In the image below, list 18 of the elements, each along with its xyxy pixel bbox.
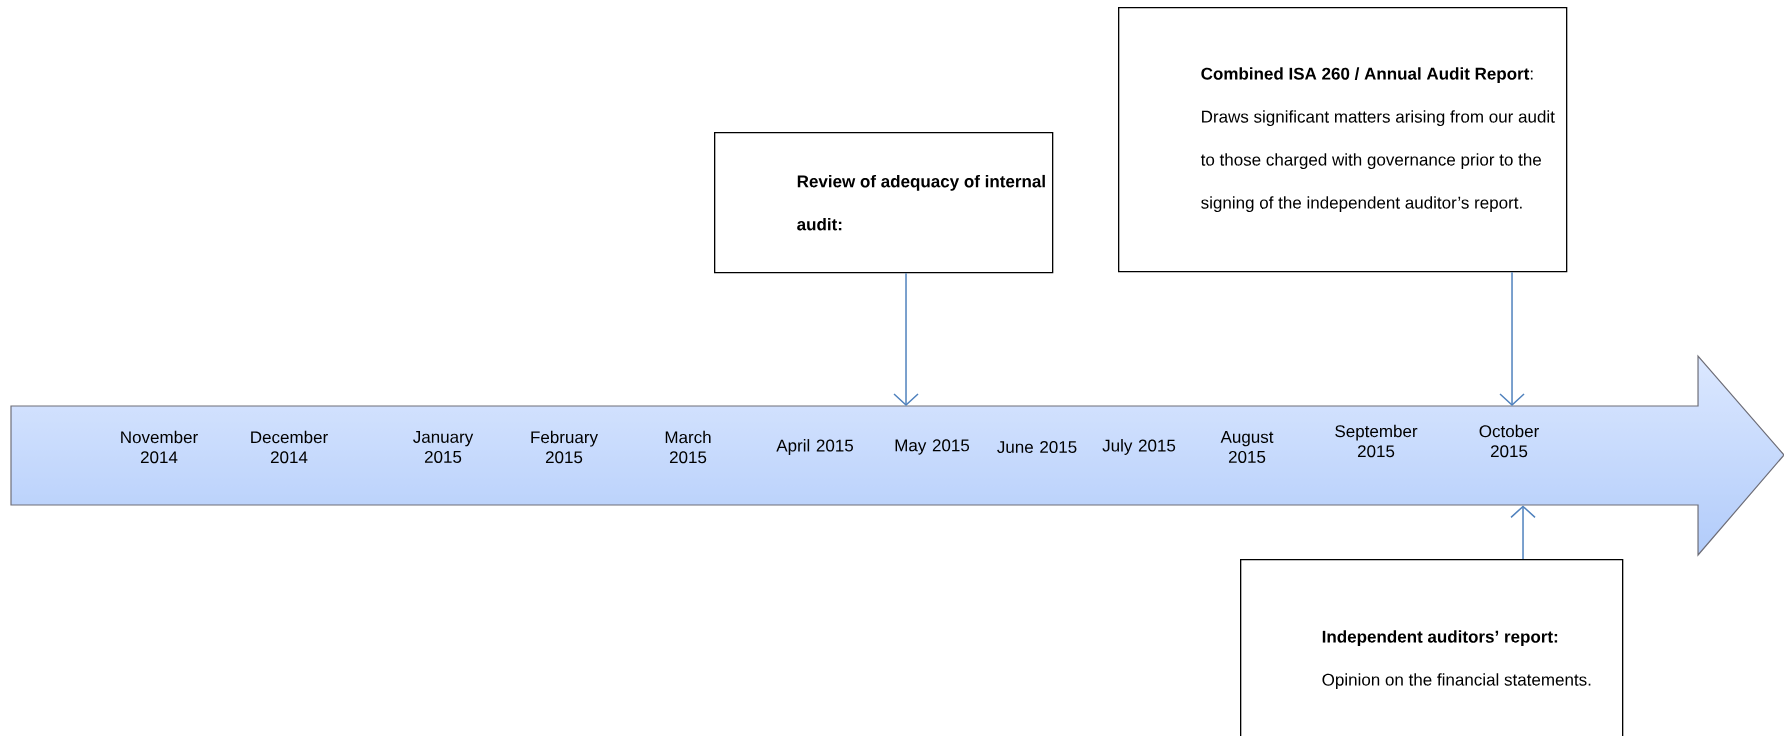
month-label: February 2015 (531, 430, 598, 464)
month-label: April 2015 (776, 439, 853, 455)
month-label: October 2015 (1479, 424, 1539, 458)
month-label: June 2015 (997, 441, 1077, 454)
callout-box: Combined ISA 260 / Annual Audit Report: Draws significant matters arising from our audit to those charged with governance prior to the signing of the independent auditor’s report. (1118, 7, 1568, 273)
month-label: August 2015 (1220, 431, 1274, 463)
month-label: November 2014 (121, 430, 198, 464)
month-label: September 2015 (1335, 424, 1418, 458)
month-label: January 2015 (413, 431, 474, 463)
callout-box: Independent auditors’ report: Opinion on the financial statements. (1240, 559, 1624, 736)
arrow (1510, 505, 1536, 560)
month-label: May 2015 (895, 439, 970, 455)
month-label: July 2015 (1102, 439, 1176, 455)
month-label: December 2014 (251, 430, 328, 464)
callout-box: Review of adequacy of internal audit: (714, 132, 1054, 274)
arrow (893, 272, 919, 406)
arrow (1499, 271, 1525, 406)
month-label: March 2015 (665, 430, 711, 464)
